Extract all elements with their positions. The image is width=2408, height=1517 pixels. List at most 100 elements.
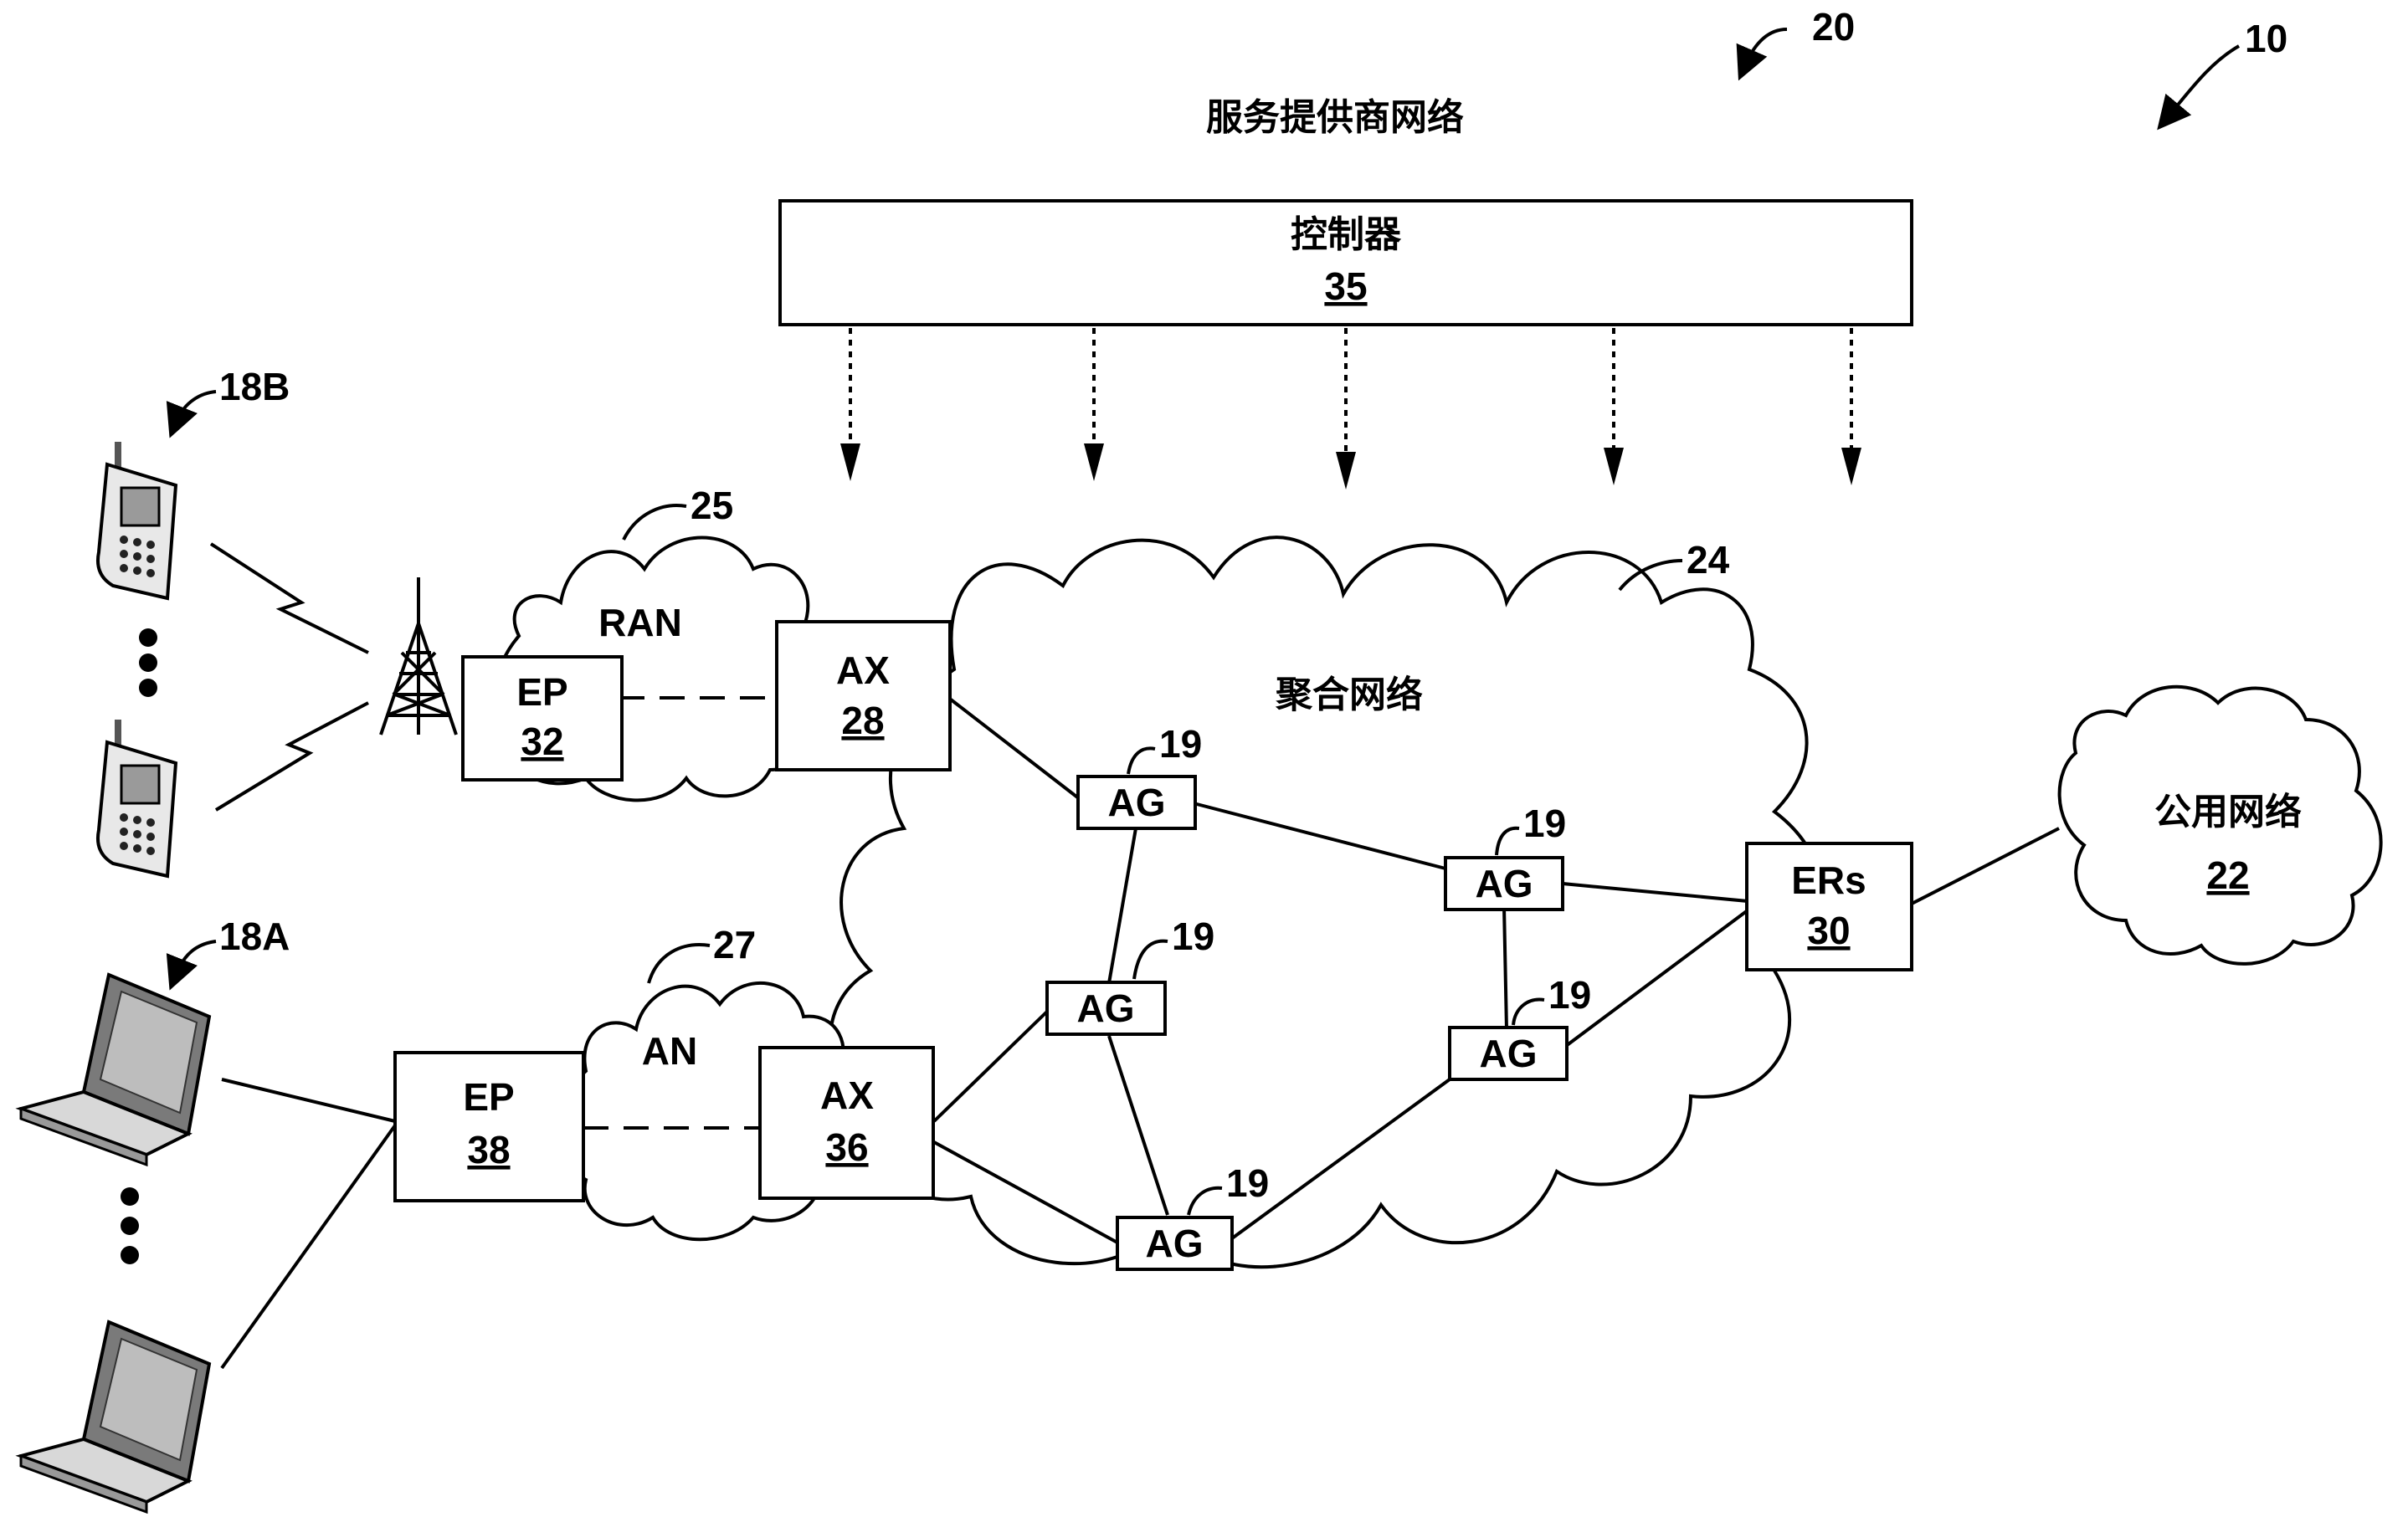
ag1-ag2-link	[1107, 828, 1137, 984]
ref-10: 10	[2245, 17, 2287, 60]
wireless-link-top	[209, 542, 369, 654]
ag4-ag5-link	[1502, 905, 1508, 1030]
ax28-box	[775, 620, 952, 771]
cell-tower-icon	[379, 577, 458, 735]
controller-arrowhead-1	[840, 443, 860, 481]
ax28-ag1-link	[949, 698, 1081, 801]
tower-bracing	[386, 651, 451, 717]
public-number: 22	[2206, 853, 2249, 897]
phone2-keypad	[120, 813, 155, 855]
ag-node-3: AG 19	[1116, 1161, 1269, 1271]
ag3-ref-leader	[1187, 1186, 1223, 1216]
laptop-icon-2	[15, 1320, 212, 1514]
ref-10-arrow	[2157, 44, 2240, 131]
connections	[220, 696, 2060, 1370]
public-label: 公用网络	[2154, 791, 2302, 833]
laptop-icon-1	[15, 972, 212, 1167]
ep38-box	[393, 1051, 585, 1202]
ag5-ref: 19	[1548, 973, 1591, 1017]
ag1-ref-leader	[1127, 746, 1156, 775]
ag3-ref: 19	[1226, 1161, 1269, 1205]
ref-25: 25	[691, 484, 733, 527]
controller-arrowhead-5	[1841, 448, 1861, 485]
controller-box	[778, 199, 1913, 326]
ep38-number: 38	[467, 1128, 510, 1171]
ref-27-leader	[647, 943, 711, 984]
laptop2-display	[99, 1337, 198, 1462]
ag5-ref-leader	[1512, 997, 1545, 1026]
ag2-label: AG	[1077, 987, 1135, 1030]
ers-label: ERs	[1791, 858, 1866, 902]
aggregation-label: 聚合网络	[1275, 674, 1423, 716]
ag-node-4: AG 19	[1444, 802, 1566, 911]
laptop1-ep38-link	[221, 1078, 396, 1123]
ax36-ag3-link	[933, 1140, 1118, 1244]
ag5-box	[1448, 1026, 1569, 1081]
laptop2-ep38-link	[220, 1124, 397, 1370]
phone2-screen	[120, 764, 161, 805]
wireless-links	[209, 542, 369, 812]
ref-20-arrow	[1736, 28, 1788, 81]
ag4-ref-leader	[1495, 826, 1520, 856]
controller-arrowhead-4	[1604, 448, 1624, 485]
laptop1-display	[99, 990, 198, 1115]
ref-20: 20	[1812, 5, 1855, 49]
ax36-ag2-link	[932, 1007, 1052, 1123]
ers-box	[1745, 842, 1913, 971]
ag-node-5: AG 19	[1448, 973, 1591, 1081]
controller-arrowhead-3	[1336, 452, 1356, 489]
ax36-label: AX	[820, 1074, 874, 1117]
ag5-label: AG	[1480, 1032, 1538, 1075]
phone1-screen	[120, 486, 161, 527]
ag2-ref: 19	[1172, 915, 1214, 958]
ag2-ref-leader	[1132, 939, 1168, 980]
ag1-label: AG	[1108, 781, 1166, 824]
phone1-keypad	[120, 536, 155, 577]
ag1-ref: 19	[1159, 722, 1202, 766]
ax36-box	[758, 1046, 935, 1200]
ran-label: RAN	[598, 601, 682, 644]
ag3-box	[1116, 1216, 1234, 1271]
mobile-phone-icon-1	[96, 442, 178, 601]
ag4-ref: 19	[1523, 802, 1566, 845]
ag-node-2: AG 19	[1045, 915, 1214, 1036]
tower-left-leg	[379, 623, 420, 735]
controller-label: 控制器	[1291, 213, 1402, 256]
ag3-ag5-link	[1230, 1078, 1451, 1240]
phone1-antenna	[115, 442, 121, 467]
ax36-number: 36	[825, 1125, 868, 1169]
wireless-link-bottom	[214, 701, 369, 812]
ax28-number: 28	[841, 699, 884, 742]
ag4-ers-link	[1562, 882, 1748, 903]
ref-24: 24	[1687, 538, 1730, 582]
ag1-ag4-link	[1193, 802, 1446, 870]
mobile-phone-icon-2	[96, 720, 178, 879]
ers-number: 30	[1807, 909, 1850, 952]
diagram-title: 服务提供商网络	[1206, 96, 1464, 139]
tower-right-leg	[417, 623, 458, 735]
laptop-ellipsis	[121, 1187, 139, 1264]
ag-node-1: AG 19	[1076, 722, 1202, 830]
phone2-body	[96, 740, 178, 879]
phone1-body	[96, 462, 178, 601]
ag2-box	[1045, 981, 1167, 1036]
ag1-box	[1076, 775, 1197, 830]
an-label: AN	[642, 1029, 697, 1073]
controller-arrows	[840, 328, 1861, 489]
laptop1-base	[19, 1106, 148, 1167]
ref-25-leader	[622, 504, 687, 541]
ax28-label: AX	[836, 648, 890, 692]
ep32-box	[461, 655, 624, 782]
ref-18b-arrow	[166, 390, 217, 438]
public-cloud	[2057, 684, 2383, 966]
phone-ellipsis	[139, 628, 157, 697]
ers-public-link	[1911, 827, 2060, 905]
ref-24-leader	[1618, 559, 1683, 592]
phone2-antenna	[115, 720, 121, 745]
ref-27: 27	[713, 923, 756, 966]
ag2-ag3-link	[1107, 1035, 1169, 1216]
ag4-box	[1444, 856, 1564, 911]
ref-18a: 18A	[219, 915, 290, 958]
laptop2-base	[19, 1453, 148, 1514]
ref-18a-arrow	[166, 940, 217, 991]
